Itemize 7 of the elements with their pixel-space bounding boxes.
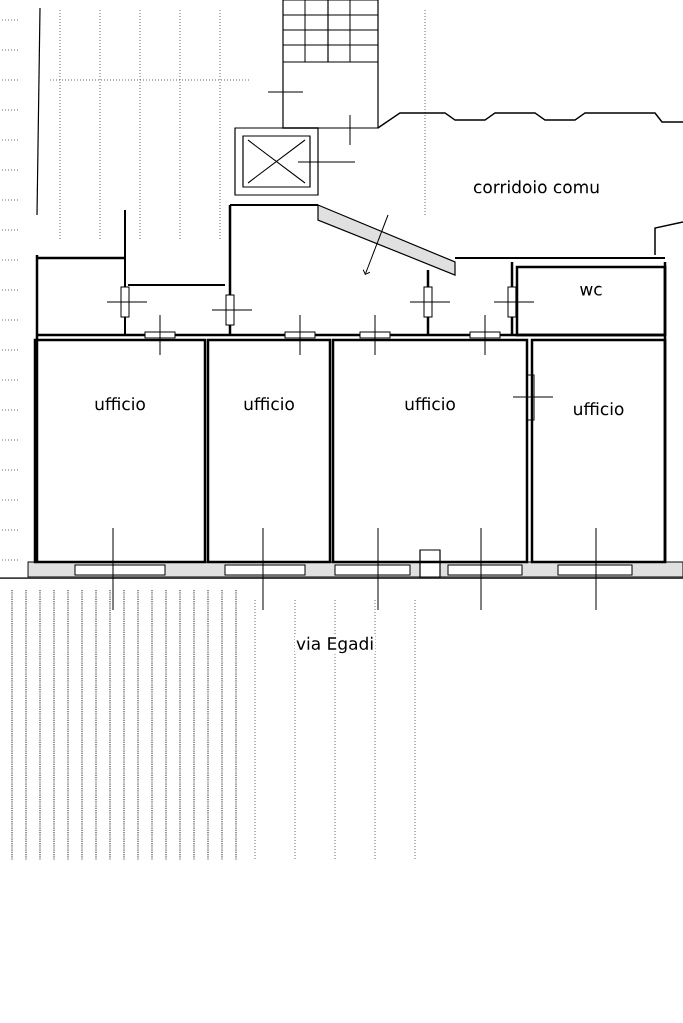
street-name: via Egadi (294, 635, 376, 655)
room: ufficio (530, 338, 667, 564)
room: ufficio (206, 338, 332, 564)
room: corridoio comu (473, 180, 599, 194)
room: wc (515, 265, 667, 337)
room: ufficio (331, 338, 529, 564)
room: ufficio (33, 338, 207, 564)
